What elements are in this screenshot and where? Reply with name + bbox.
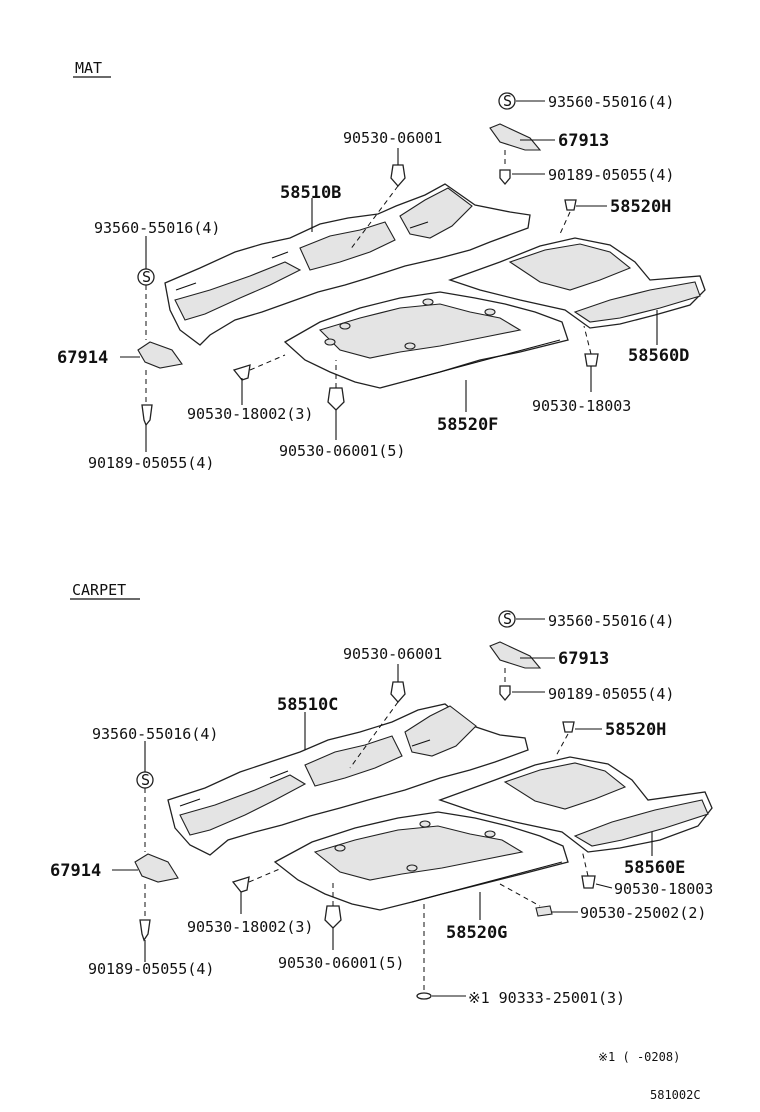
mat-heading: MAT [75, 59, 102, 77]
screw-symbol-left: S [142, 268, 151, 286]
fastener-icons: S S [137, 92, 599, 427]
callout-93560-55016-top: 93560-55016(4) [548, 612, 674, 630]
callout-90530-18003: 90530-18003 [614, 880, 713, 898]
center-floor-mat-illustration [283, 291, 569, 389]
callout-58520-main: 58520G [446, 923, 507, 943]
callout-90530-06001-5: 90530-06001(5) [278, 954, 404, 972]
front-floor-mat-illustration [164, 183, 531, 346]
mat-leader-lines [120, 100, 658, 452]
front-carpet-illustration [167, 703, 529, 856]
clip-90530-06001-icon [390, 681, 406, 703]
callout-90530-06001-5: 90530-06001(5) [279, 442, 405, 460]
callout-93560-55016-left: 93560-55016(4) [92, 725, 218, 743]
callout-90189-05055-left: 90189-05055(4) [88, 454, 214, 472]
rear-floor-mat-illustration [448, 237, 706, 329]
screw-90189-icon [499, 169, 511, 186]
clip-90530-06001-icon [390, 164, 406, 187]
screw-90189-left-icon [141, 404, 153, 427]
center-carpet-illustration [273, 811, 569, 911]
callout-93560-55016-left: 93560-55016(4) [94, 219, 220, 237]
carpet-heading: CARPET [72, 581, 126, 599]
clip-90530-06001-5-icon [327, 387, 345, 411]
callout-58520H: 58520H [605, 720, 666, 740]
callout-58520H: 58520H [610, 197, 671, 217]
callout-90530-18002: 90530-18002(3) [187, 918, 313, 936]
clip-90530-18002-icon [231, 876, 250, 893]
callout-67913: 67913 [558, 649, 609, 669]
callout-67914: 67914 [50, 861, 101, 881]
clip-90530-06001-5-icon [324, 905, 342, 929]
screw-90189-icon [499, 685, 511, 702]
callout-58520-main: 58520F [437, 415, 498, 435]
fastener-58520H-icon [564, 199, 577, 211]
screw-symbol: S [503, 92, 512, 110]
clip-67914-icon [137, 341, 183, 369]
carpet-fastener-icons: S S [134, 610, 596, 1000]
mat-callouts: 93560-55016(4) 67913 90189-05055(4) 5852… [57, 93, 689, 472]
callout-58560: 58560D [628, 346, 689, 366]
screw-circle-icon [498, 610, 516, 628]
callout-90333-25001: ※1 90333-25001(3) [468, 989, 625, 1007]
footnote: ※1 ( -0208) [598, 1050, 680, 1064]
callout-90530-06001-top: 90530-06001 [343, 645, 442, 663]
clip-67913-icon [489, 641, 542, 669]
callout-90189-05055-left: 90189-05055(4) [88, 960, 214, 978]
callout-90189-05055-top: 90189-05055(4) [548, 166, 674, 184]
callout-90189-05055-top: 90189-05055(4) [548, 685, 674, 703]
clip-90530-18002-icon [232, 364, 251, 381]
clip-90530-18003-icon [581, 875, 596, 889]
callout-58510: 58510B [280, 183, 341, 203]
clip-90530-18003-icon [584, 353, 599, 367]
carpet-section: CARPET [50, 581, 713, 1007]
mat-section: MAT [57, 59, 706, 472]
callout-90530-18002: 90530-18002(3) [187, 405, 313, 423]
carpet-callouts: 93560-55016(4) 67913 90189-05055(4) 5852… [50, 612, 713, 1007]
callout-58560: 58560E [624, 858, 685, 878]
plug-90333-icon [416, 992, 432, 1000]
callout-90530-06001-top: 90530-06001 [343, 129, 442, 147]
clip-67914-icon [134, 853, 179, 883]
callout-58510: 58510C [277, 695, 338, 715]
callout-67914: 67914 [57, 348, 108, 368]
callout-67913: 67913 [558, 131, 609, 151]
fastener-58520H-icon [562, 721, 575, 733]
screw-symbol-left: S [141, 771, 150, 789]
callout-93560-55016-top: 93560-55016(4) [548, 93, 674, 111]
screw-90189-left-icon [139, 919, 151, 942]
clip-90530-25002-icon [535, 905, 553, 917]
carpet-leader-lines [112, 618, 653, 997]
screw-symbol: S [503, 610, 512, 628]
callout-90530-25002: 90530-25002(2) [580, 904, 706, 922]
screw-circle-icon [498, 92, 516, 110]
clip-67913-icon [489, 123, 542, 151]
figure-code: 581002C [650, 1088, 701, 1102]
rear-carpet-illustration [438, 756, 713, 853]
callout-90530-18003: 90530-18003 [532, 397, 631, 415]
